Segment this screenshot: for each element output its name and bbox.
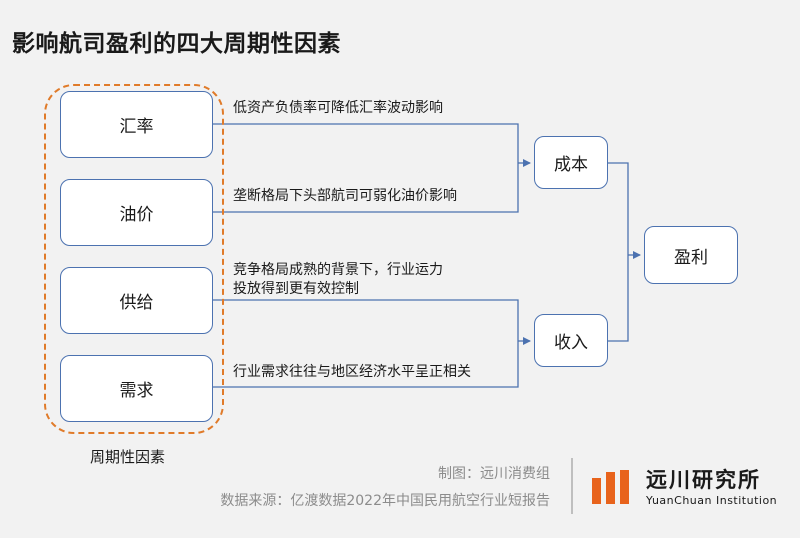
factor-box-demand: 需求	[60, 355, 213, 422]
cyclical-factors-group	[44, 84, 224, 434]
group-label: 周期性因素	[90, 448, 166, 466]
profit-box: 盈利	[644, 226, 738, 284]
cost-box: 成本	[534, 136, 608, 189]
note-exchange-rate: 低资产负债率可降低汇率波动影响	[233, 100, 443, 116]
cost-bracket-line	[213, 123, 519, 213]
profit-bracket-line	[608, 162, 629, 342]
note-supply-line1: 竞争格局成熟的背景下，行业运力	[233, 262, 443, 278]
logo-text-en: YuanChuan Institution	[646, 494, 778, 507]
factor-box-supply: 供给	[60, 267, 213, 334]
yuanchuan-logo-icon	[592, 470, 629, 504]
footer-divider	[571, 458, 573, 514]
income-box: 收入	[534, 314, 608, 367]
note-demand: 行业需求往往与地区经济水平呈正相关	[233, 364, 471, 380]
factor-box-exchange-rate: 汇率	[60, 91, 213, 158]
note-supply-line2: 投放得到更有效控制	[233, 281, 359, 297]
income-bracket-line	[213, 299, 519, 388]
footer-source: 数据来源：亿渡数据2022年中国民用航空行业短报告	[220, 493, 550, 509]
factor-box-oil-price: 油价	[60, 179, 213, 246]
page-title: 影响航司盈利的四大周期性因素	[12, 31, 341, 57]
logo-text-cn: 远川研究所	[646, 468, 761, 492]
note-oil-price: 垄断格局下头部航司可弱化油价影响	[233, 188, 457, 204]
footer-made-by: 制图：远川消费组	[438, 466, 550, 482]
